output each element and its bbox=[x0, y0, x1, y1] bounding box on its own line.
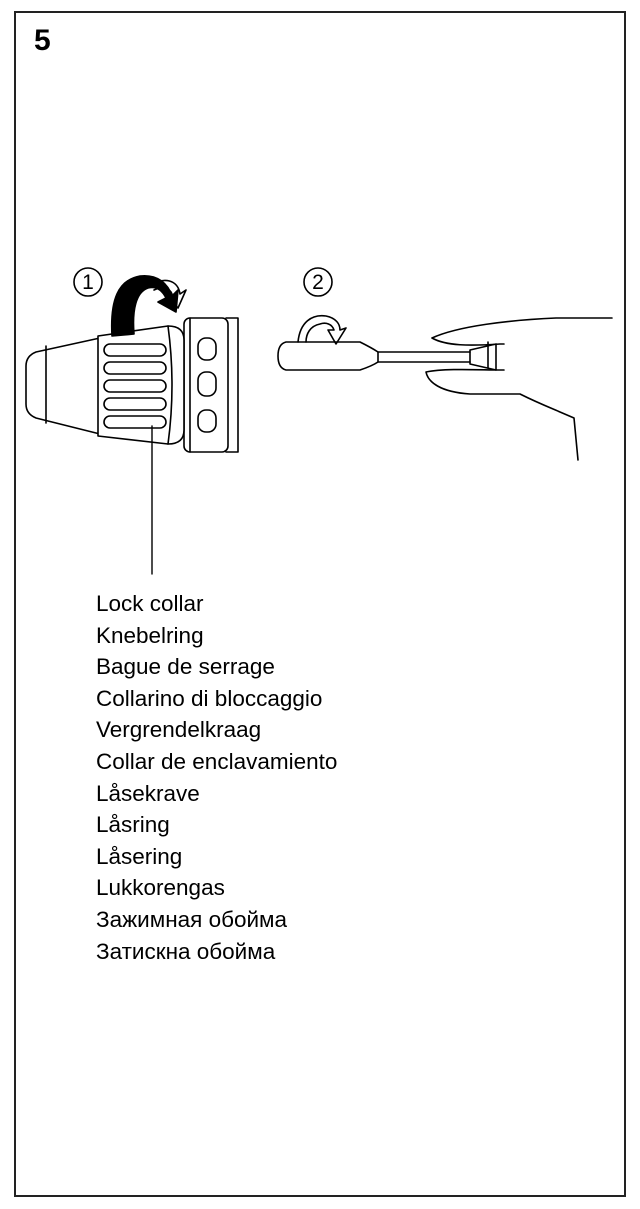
label-no: Låsering bbox=[96, 843, 183, 869]
rotate-arrow-icon bbox=[110, 274, 179, 337]
screw-turn-arrow-icon bbox=[297, 314, 347, 345]
label-fi: Lukkorengas bbox=[96, 875, 225, 901]
multilingual-label-list: Lock collar Knebelring Bague de serrage … bbox=[96, 588, 337, 967]
label-it: Collarino di bloccaggio bbox=[96, 685, 323, 711]
turn-arrow-icon bbox=[149, 279, 187, 309]
callout-2-circle bbox=[303, 267, 333, 297]
label-en: Lock collar bbox=[96, 591, 204, 616]
label-nl: Vergrendelkraag bbox=[96, 717, 262, 743]
label-da: Låsekrave bbox=[96, 780, 200, 806]
label-fr: Bague de serrage bbox=[96, 654, 275, 680]
label-es: Collar de enclavamiento bbox=[96, 748, 338, 774]
callout-1-label: 1 bbox=[82, 271, 94, 294]
step-number: 5 bbox=[34, 24, 51, 57]
hand-outline bbox=[425, 317, 613, 461]
label-sv: Låsring bbox=[96, 812, 170, 838]
drill-chuck bbox=[25, 317, 239, 453]
callout-2-label: 2 bbox=[312, 271, 324, 294]
label-uk: Затискна обойма bbox=[96, 938, 276, 964]
figure-frame bbox=[14, 11, 626, 1197]
callout-1-circle bbox=[73, 267, 103, 297]
label-de: Knebelring bbox=[96, 622, 204, 648]
label-ru: Зажимная обойма bbox=[96, 906, 288, 932]
screwdriver bbox=[277, 341, 497, 371]
